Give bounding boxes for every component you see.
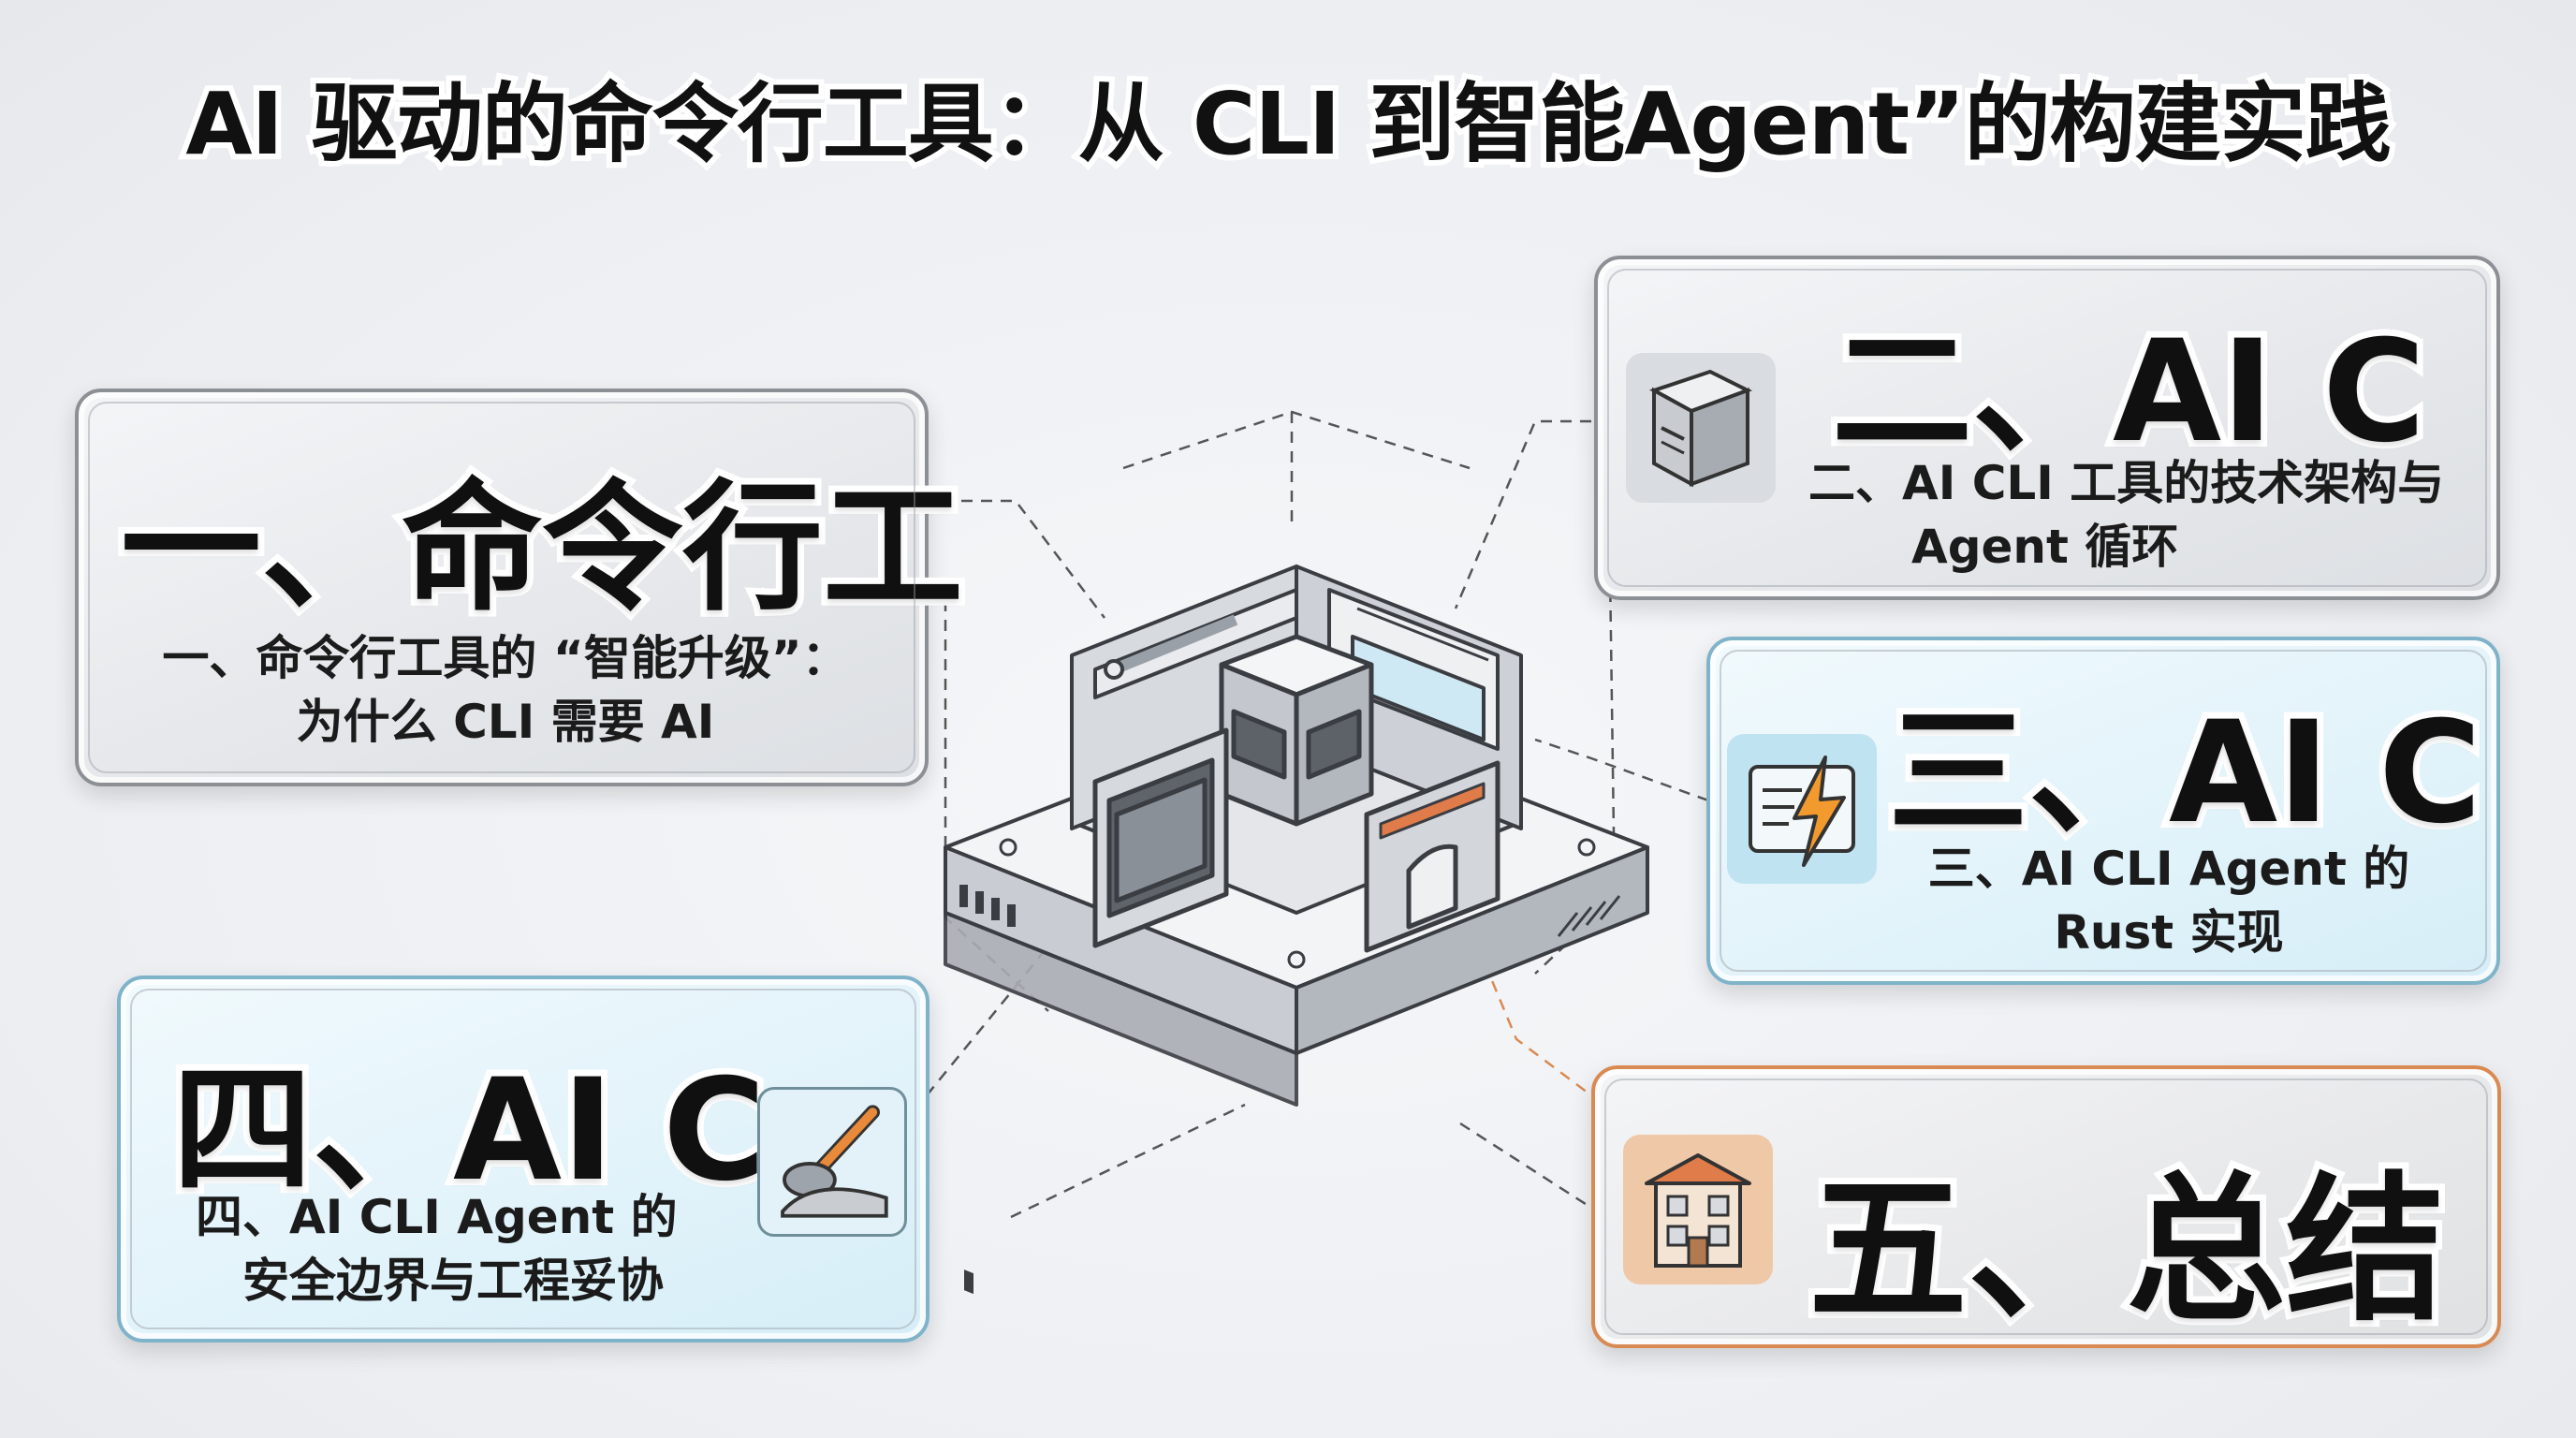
connector-2	[1454, 419, 1591, 609]
section-3-line-2: Rust 实现	[2054, 905, 2284, 960]
isometric-walls	[1070, 565, 1523, 830]
section-4-line-1: 四、AI CLI Agent 的	[196, 1190, 678, 1244]
lightning-document-icon	[1727, 734, 1877, 884]
center-cube	[1219, 634, 1374, 827]
front-right-gate	[1364, 760, 1500, 953]
section-2-heading: 二、AI C	[1825, 304, 2432, 480]
section-card-4[interactable]: 四、AI C 四、AI CLI Agent 的 安全边界与工程妥协	[117, 976, 929, 1343]
section-1-heading: 一、命令行工	[114, 461, 970, 637]
server-box-icon	[1626, 353, 1776, 503]
section-3-heading: 三、AI C	[1881, 685, 2488, 861]
page-title: AI 驱动的命令行工具：从 CLI 到智能Agent”的构建实践	[180, 68, 2396, 180]
section-1-line-2: 为什么 CLI 需要 AI	[296, 695, 715, 749]
section-2-line-1: 二、AI CLI 工具的技术架构与	[1808, 456, 2445, 510]
section-5-heading: 五、总结	[1802, 1152, 2452, 1350]
section-card-1[interactable]: 一、命令行工 一、命令行工具的 “智能升级”： 为什么 CLI 需要 AI	[75, 389, 970, 786]
connector-3	[1534, 738, 1709, 802]
front-left-monitor	[1092, 727, 1229, 948]
section-card-3[interactable]: 三、AI C 三、AI CLI Agent 的 Rust 实现	[1706, 637, 2500, 985]
section-1-line-1: 一、命令行工具的 “智能升级”：	[162, 631, 849, 685]
section-card-2[interactable]: 二、AI C 二、AI CLI 工具的技术架构与 Agent 循环	[1594, 256, 2500, 600]
building-icon	[1623, 1135, 1773, 1284]
section-4-heading: 四、AI C	[166, 1043, 772, 1219]
section-3-line-1: 三、AI CLI Agent 的	[1927, 842, 2410, 896]
section-4-line-2: 安全边界与工程妥协	[242, 1254, 664, 1308]
hammer-icon	[757, 1087, 907, 1237]
section-2-line-2: Agent 循环	[1911, 520, 2179, 574]
section-card-5[interactable]: 五、总结	[1591, 1065, 2501, 1350]
connector-4	[926, 898, 1087, 1096]
